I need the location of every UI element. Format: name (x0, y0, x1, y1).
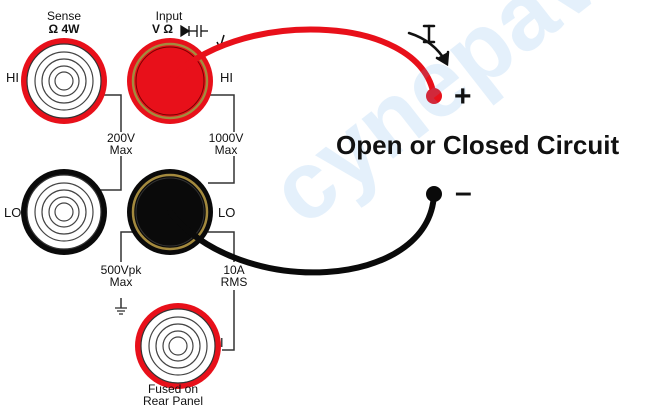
fuse-label-line1: Fused on (147, 382, 199, 396)
input-label-top: Input (155, 9, 183, 23)
fuse-label-line2: Rear Panel (142, 394, 204, 408)
red-lead-tip (426, 88, 442, 104)
minus-sign: – (455, 176, 472, 209)
sense-lo-terminal[interactable] (21, 169, 107, 255)
rating-1000v-max: Max (214, 143, 238, 157)
circuit-label: Open or Closed Circuit (336, 130, 620, 160)
rating-10a-value: 10A (223, 263, 245, 277)
lo-right-label: LO (218, 205, 236, 220)
ground-icon (115, 307, 127, 315)
input-label: Input V Ω (146, 10, 192, 35)
current-terminal[interactable] (135, 303, 221, 389)
rating-200v: 200V Max (101, 132, 141, 156)
current-arrow-icon (407, 24, 450, 67)
rating-500vpk: 500Vpk Max (95, 264, 147, 288)
rating-1000v: 1000V Max (206, 132, 246, 156)
lo-left-label: LO (4, 205, 22, 220)
rating-200v-value: 200V (106, 131, 136, 145)
rating-200v-max: Max (109, 143, 133, 157)
rating-10a: 10A RMS (212, 264, 256, 288)
black-lead-tip (426, 186, 442, 202)
sense-hi-terminal[interactable] (21, 38, 107, 124)
diode-capacitor-icon (180, 24, 208, 38)
hi-right-label: HI (220, 70, 233, 85)
plus-sign: + (454, 80, 472, 113)
sense-label-bottom: Ω 4W (48, 22, 80, 36)
input-label-bottom: V Ω (152, 22, 173, 36)
sense-label: Sense Ω 4W (38, 10, 90, 35)
rating-500vpk-value: 500Vpk (100, 263, 142, 277)
red-test-lead (167, 26, 437, 99)
fuse-label: Fused on Rear Panel (136, 383, 210, 407)
rating-10a-rms: RMS (220, 275, 248, 289)
sense-label-top: Sense (46, 9, 82, 23)
rating-1000v-value: 1000V (208, 131, 244, 145)
rating-500vpk-max: Max (109, 275, 133, 289)
hi-left-label: HI (6, 70, 19, 85)
current-i-label: I (220, 335, 224, 350)
black-test-lead (167, 191, 437, 276)
